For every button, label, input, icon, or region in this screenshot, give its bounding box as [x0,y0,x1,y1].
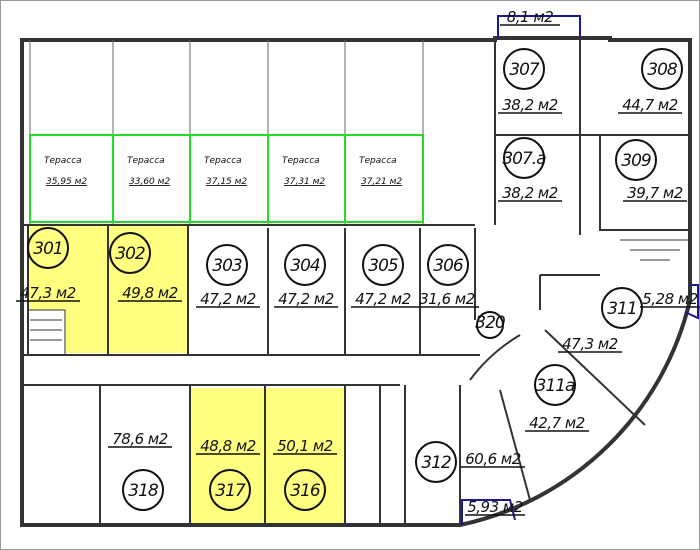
unit-308[interactable]: 308 44,7 м2 [618,48,683,114]
unit-320[interactable]: 320 [475,311,506,339]
balcony-area: 8,1 м2 [507,8,553,26]
unit-number: 308 [647,60,678,80]
unit-area: 44,7 м2 [622,96,678,114]
unit-316[interactable]: 316 50,1 м2 [273,437,337,511]
unit-number: 316 [290,481,321,501]
balconies [461,15,699,525]
unit-area: 47,2 м2 [355,290,411,308]
unit-317[interactable]: 317 48,8 м2 [196,437,260,511]
unit-number-circle [27,227,69,269]
unit-number-circle [109,232,151,274]
unit-area: 47,2 м2 [200,290,256,308]
unit-number-circle [122,469,164,511]
unit-301-fill-lower [65,310,108,353]
unit-area: 47,2 м2 [278,290,334,308]
terrace-label: Терасса [204,156,242,166]
unit-number: 301 [33,239,62,259]
terrace-area: 35,95 м2 [46,177,87,187]
unit-highlight [265,388,345,525]
terrace-area: 37,31 м2 [284,177,325,187]
terrace-label: Терасса [359,156,397,166]
unit-number: 307 [509,60,540,80]
unit-307-a[interactable]: 307.a 38,2 м2 [498,137,562,202]
unit-311[interactable]: 311 47,3 м2 [558,287,643,353]
unit-number-circle [284,469,326,511]
terrace-area: 33,60 м2 [129,177,170,187]
terrace-area: 37,21 м2 [361,177,402,187]
unit-area: 47,3 м2 [562,335,618,353]
unit-number-circle [503,137,545,179]
unit-303[interactable]: 303 47,2 м2 [196,244,260,308]
unit-number-circle [601,287,643,329]
balcony-area: 5,93 м2 [467,498,523,516]
unit-number-circle [284,244,326,286]
unit-318[interactable]: 318 78,6 м2 [108,430,172,511]
unit-306[interactable]: 306 31,6 м2 [415,244,479,308]
terrace: Терасса 37,21 м2 [344,134,424,223]
unit-number: 309 [621,151,651,171]
unit-number-circle [476,311,504,339]
unit-number: 305 [368,256,398,276]
unit-number-circle [427,244,469,286]
unit-area: 78,6 м2 [112,430,168,448]
unit-number: 311 [607,299,636,319]
unit-number: 318 [128,481,159,501]
unit-301[interactable]: 301 47,3 м2 [16,227,80,302]
unit-number: 303 [212,256,242,276]
unit-307[interactable]: 307 38,2 м2 [498,48,562,114]
unit-number-circle [534,364,576,406]
unit-highlight [190,388,265,525]
unit-area: 39,7 м2 [627,184,683,202]
unit-number-circle [415,441,457,483]
unit-area: 49,8 м2 [122,284,178,302]
unit-number: 304 [290,256,320,276]
unit-number: 317 [215,481,246,501]
unit-312[interactable]: 312 60,6 м2 [415,441,525,483]
terrace-label: Терасса [127,156,165,166]
unit-area: 47,3 м2 [20,284,76,302]
unit-area: 38,2 м2 [502,184,558,202]
unit-309[interactable]: 309 39,7 м2 [615,139,687,202]
unit-304[interactable]: 304 47,2 м2 [274,244,338,308]
unit-number: 311a [536,376,575,396]
unit-number: 312 [421,453,451,473]
terrace-label: Терасса [282,156,320,166]
unit-302[interactable]: 302 49,8 м2 [109,232,182,302]
unit-number-circle [615,139,657,181]
unit-number-circle [641,48,683,90]
unit-number-circle [503,48,545,90]
terrace-outline [344,134,424,223]
unit-area: 60,6 м2 [465,450,521,468]
unit-area: 50,1 м2 [277,437,333,455]
unit-311a[interactable]: 311a 42,7 м2 [525,364,589,432]
unit-area: 38,2 м2 [502,96,558,114]
unit-number-circle [206,244,248,286]
unit-number: 302 [115,244,145,264]
unit-number-circle [209,469,251,511]
terrace-label: Терасса [44,156,82,166]
unit-area: 48,8 м2 [200,437,256,455]
unit-area: 42,7 м2 [529,414,585,432]
unit-area: 31,6 м2 [419,290,475,308]
unit-number: 320 [475,313,505,333]
balcony-area: 5,28 м2 [642,290,698,308]
terrace-area: 37,15 м2 [206,177,247,187]
unit-number: 306 [433,256,464,276]
unit-number-circle [362,244,404,286]
unit-number: 307.a [502,149,546,169]
unit-305[interactable]: 305 47,2 м2 [351,244,415,308]
